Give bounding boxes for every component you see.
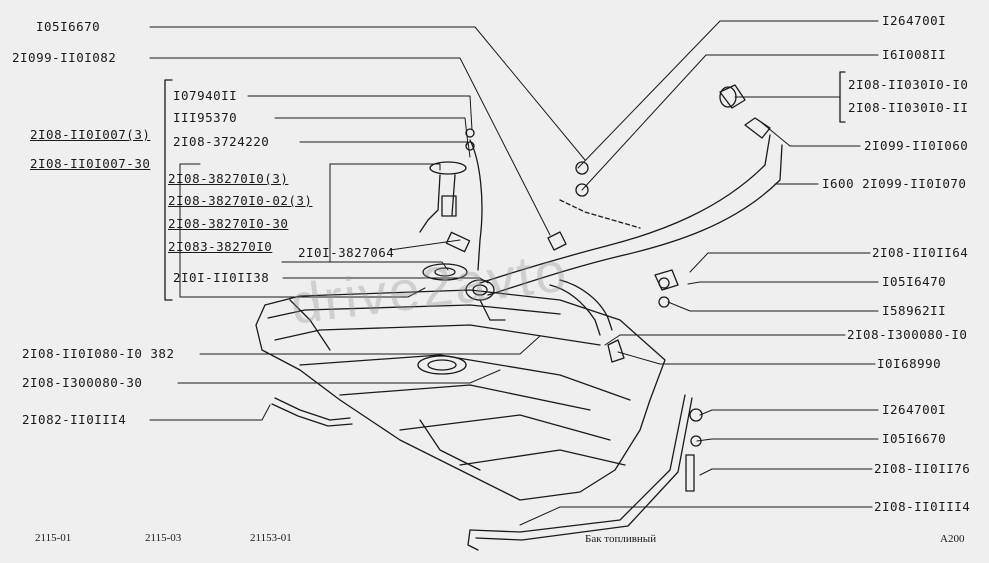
page-code: A200 [940, 533, 965, 545]
filler-pipe [465, 84, 783, 336]
part-label: I58962II [882, 303, 947, 318]
part-label: 2I083-38270I0 [168, 239, 273, 254]
part-label: 2I08-II0I080-I0 382 [22, 346, 175, 361]
part-label: 2I08-II030I0-II [848, 100, 969, 115]
part-label: 2I099-II0I060 [864, 138, 969, 153]
part-label: 2I0I-3827064 [298, 245, 395, 260]
part-label: 2I08-II0I007(3) [30, 127, 151, 142]
part-label: I05I6670 [36, 19, 101, 34]
part-label: 2I082-II0III4 [22, 412, 127, 427]
part-label: 2I08-I300080-I0 [847, 327, 968, 342]
part-label: III95370 [173, 110, 238, 125]
fuel-tank [255, 289, 666, 501]
bracket-left [164, 79, 173, 301]
part-label: 2I0I-II0II38 [173, 270, 270, 285]
leader-lines [149, 20, 879, 526]
part-label: 2I08-I300080-30 [22, 375, 143, 390]
part-label: I264700I [882, 402, 947, 417]
part-label: I07940II [173, 88, 238, 103]
part-label: 2I099-II0I082 [12, 50, 117, 65]
tank-straps [271, 394, 693, 551]
part-label: 2I08-3724220 [173, 134, 270, 149]
part-label: 2I08-38270I0(3) [168, 171, 289, 186]
small-parts [465, 128, 703, 492]
part-label: 2I08-38270I0-02(3) [168, 193, 313, 208]
fuel-sender [419, 139, 483, 281]
part-label: I264700I [882, 13, 947, 28]
part-label: 2I08-II0II76 [874, 461, 971, 476]
bracket-right [839, 71, 846, 123]
part-label: I0I68990 [877, 356, 942, 371]
part-label: 2I08-II0III4 [874, 499, 971, 514]
part-label: 2I08-II0II64 [872, 245, 969, 260]
part-label: I05I6470 [882, 274, 947, 289]
model-code: 2115-01 [35, 532, 72, 544]
part-label: 2I08-38270I0-30 [168, 216, 289, 231]
part-label: I6I008II [882, 47, 947, 62]
part-label: 2I08-II0I007-30 [30, 156, 151, 171]
model-code: 2115-03 [145, 532, 182, 544]
part-label: I05I6670 [882, 431, 947, 446]
model-code: 21153-01 [250, 532, 292, 544]
part-label: 2I08-II030I0-I0 [848, 77, 969, 92]
part-label: I600 2I099-II0I070 [822, 176, 967, 191]
diagram-caption: Бак топливный [585, 533, 657, 545]
